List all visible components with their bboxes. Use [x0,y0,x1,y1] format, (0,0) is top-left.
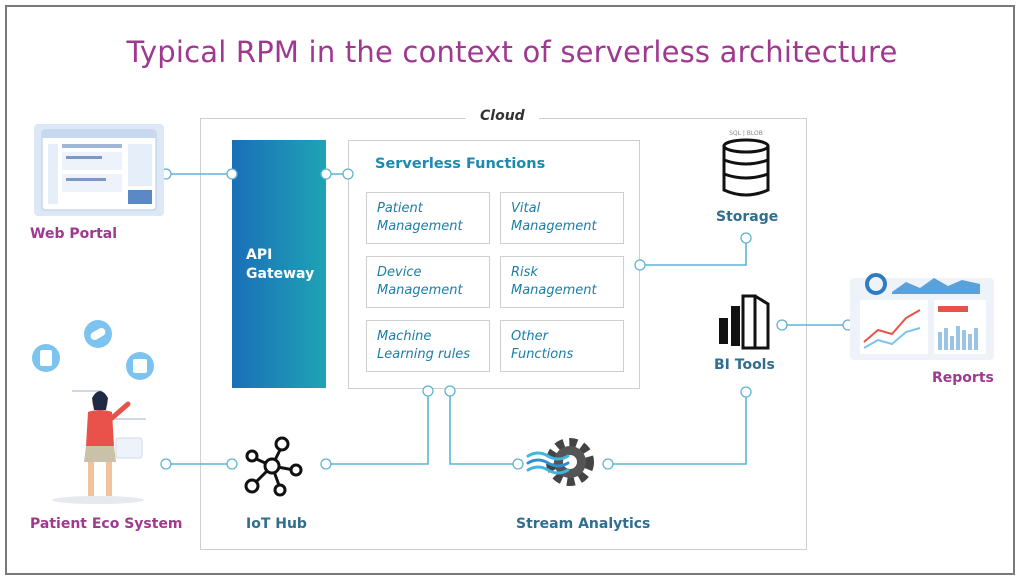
function-risk-management: Risk Management [500,256,624,308]
function-machine-learning-rules: Machine Learning rules [366,320,490,372]
slide-title: Typical RPM in the context of serverless… [126,35,898,69]
function-patient-management: Patient Management [366,192,490,244]
storage-caption: SQL | BLOB [729,130,763,137]
serverless-functions-title: Serverless Functions [375,156,546,172]
web-portal-icon [32,122,166,222]
storage-label: Storage [716,209,779,225]
stream-analytics-icon [524,432,600,498]
reports-dashboard-icon [850,270,994,366]
iot-hub-icon [240,432,306,502]
web-portal-label: Web Portal [30,226,118,242]
patient-eco-system-icon [20,318,170,508]
bi-tools-icon [716,292,772,354]
reports-label: Reports [932,370,994,386]
function-device-management: Device Management [366,256,490,308]
cloud-label: Cloud [466,108,539,124]
function-vital-management: Vital Management [500,192,624,244]
slide-frame [5,5,1015,575]
api-gateway-label: API Gateway [246,247,315,282]
bi-tools-label: BI Tools [714,357,775,373]
patient-eco-system-label: Patient Eco System [30,516,183,532]
stream-analytics-label: Stream Analytics [516,516,651,532]
api-gateway-block [232,140,326,388]
storage-database-icon: SQL | BLOB [714,128,778,204]
function-other-functions: Other Functions [500,320,624,372]
iot-hub-label: IoT Hub [246,516,307,532]
